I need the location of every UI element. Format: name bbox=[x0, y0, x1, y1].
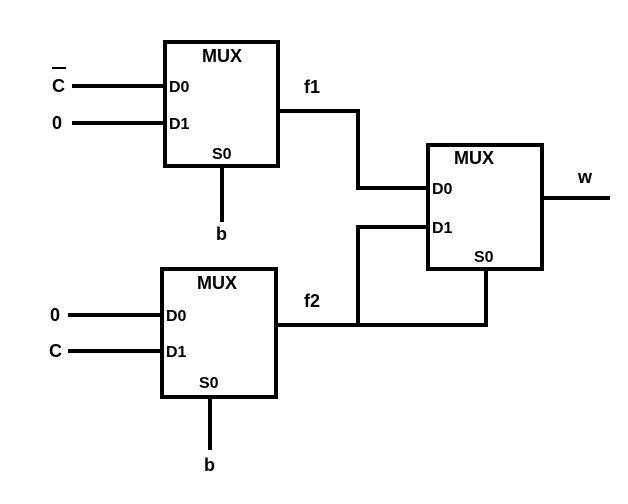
mux2-input-d1-label: C bbox=[49, 341, 62, 361]
mux1-pin-s0: S0 bbox=[212, 146, 232, 163]
mux3-title: MUX bbox=[454, 148, 494, 168]
wire-f2-to-mux3-d1 bbox=[356, 225, 430, 327]
mux3-output-label: w bbox=[577, 167, 593, 187]
mux1-output-label: f1 bbox=[304, 77, 320, 97]
mux1-title: MUX bbox=[202, 46, 242, 66]
mux2-input-d0-label: 0 bbox=[50, 305, 60, 325]
mux3-box bbox=[426, 143, 544, 271]
mux3-pin-s0: S0 bbox=[474, 249, 494, 266]
mux3-pin-d0: D0 bbox=[432, 181, 453, 198]
mux1-input-d1-label: 0 bbox=[52, 113, 62, 133]
mux2-title: MUX bbox=[197, 273, 237, 293]
mux2-pin-d0: D0 bbox=[166, 308, 187, 325]
mux2-pin-s0: S0 bbox=[199, 375, 219, 392]
mux2-pin-d1: D1 bbox=[166, 344, 187, 361]
mux1-pin-d1: D1 bbox=[169, 116, 190, 133]
mux2-box bbox=[160, 267, 278, 399]
mux1-box bbox=[163, 40, 280, 168]
mux1-input-d0-label: C bbox=[52, 76, 65, 96]
wire-f1 bbox=[276, 109, 430, 190]
mux3-pin-d1: D1 bbox=[432, 220, 453, 237]
mux2-select-label: b bbox=[204, 455, 215, 475]
mux2-output-label: f2 bbox=[304, 291, 320, 311]
mux1-select-label: b bbox=[216, 224, 227, 244]
mux1-pin-d0: D0 bbox=[169, 79, 190, 96]
